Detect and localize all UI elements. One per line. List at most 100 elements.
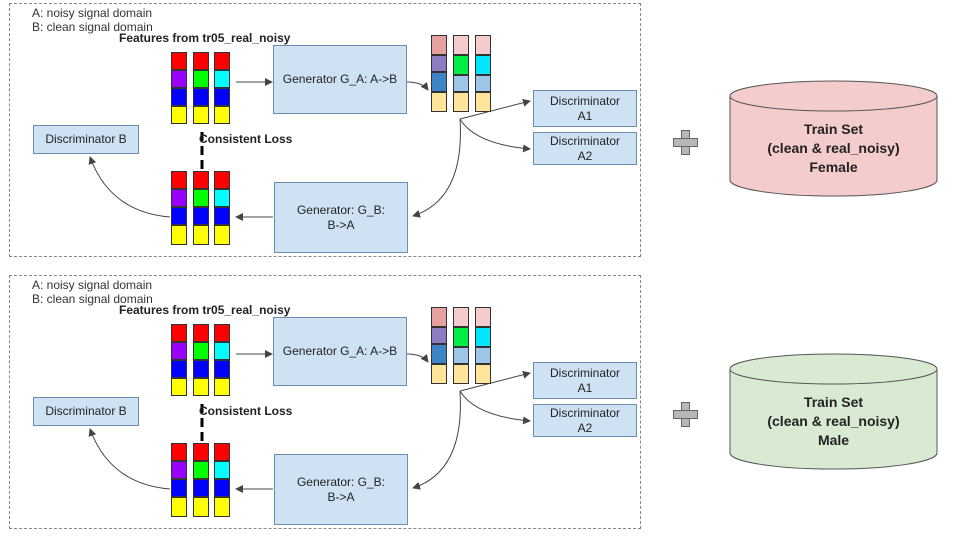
output-column (431, 35, 447, 112)
discriminator-b-box: Discriminator B (33, 125, 139, 154)
output-cell (431, 72, 447, 92)
arrow-reconstruction-to-discriminator-b (88, 156, 171, 218)
discriminator-a1-sub: A1 (577, 108, 593, 123)
output-cell (475, 92, 491, 112)
reconstruction-cell (171, 461, 187, 479)
legend-b: B: clean signal domain (32, 20, 153, 34)
output-cell (453, 364, 469, 384)
output-cell (453, 55, 469, 75)
feature-cell (193, 70, 209, 88)
reconstruction-cell (193, 461, 209, 479)
train-set-female-cylinder: Train Set (clean & real_noisy) Female (729, 80, 938, 198)
feature-cell (171, 378, 187, 396)
reconstruction-column (171, 171, 187, 245)
feature-cell (171, 88, 187, 106)
output-cell (431, 364, 447, 384)
discriminator-a2-box: Discriminator A2 (533, 404, 637, 437)
feature-cell (214, 52, 230, 70)
feature-cell (214, 342, 230, 360)
feature-cell (171, 52, 187, 70)
reconstruction-column (214, 443, 230, 517)
reconstruction-cell (214, 461, 230, 479)
discriminator-a2-label: Discriminator (549, 405, 620, 420)
feature-cell (214, 378, 230, 396)
feature-column (214, 52, 230, 124)
feature-cell (193, 88, 209, 106)
discriminator-a2-label: Discriminator (549, 133, 620, 148)
output-cell (475, 55, 491, 75)
output-column (453, 35, 469, 112)
plus-icon (673, 402, 698, 427)
output-cell (431, 344, 447, 364)
reconstruction-cell (193, 443, 209, 461)
train-set-content: (clean & real_noisy) (767, 140, 900, 156)
reconstruction-cell (171, 171, 187, 189)
arrow-output-to-discriminator-a1 (459, 98, 531, 120)
output-cell (453, 35, 469, 55)
reconstruction-cell (171, 225, 187, 245)
output-cell (431, 55, 447, 72)
feature-cell (171, 360, 187, 378)
generator-b-label: Generator: G_B: (296, 474, 386, 489)
reconstruction-cell (193, 479, 209, 497)
feature-cell (214, 360, 230, 378)
discriminator-a1-label: Discriminator (549, 365, 620, 380)
reconstruction-cell (171, 443, 187, 461)
train-set-male-cylinder: Train Set (clean & real_noisy) Male (729, 353, 938, 471)
legend: A: noisy signal domain B: clean signal d… (32, 278, 153, 306)
feature-cell (193, 106, 209, 124)
feature-cell (193, 360, 209, 378)
database-cylinder-icon (729, 353, 938, 470)
reconstruction-column (171, 443, 187, 517)
reconstruction-cell (214, 171, 230, 189)
reconstruction-cell (193, 225, 209, 245)
legend: A: noisy signal domain B: clean signal d… (32, 6, 153, 34)
reconstruction-cell (214, 479, 230, 497)
output-cell (453, 327, 469, 347)
reconstruction-cell (214, 207, 230, 225)
output-cell (453, 307, 469, 327)
output-cell (431, 307, 447, 327)
reconstruction-cell (214, 225, 230, 245)
consistent-loss-label: Consistent Loss (199, 132, 293, 146)
feature-column (171, 324, 187, 396)
output-cell (475, 75, 491, 92)
reconstruction-cell (214, 443, 230, 461)
reconstruction-cell (193, 189, 209, 207)
arrow-output-to-generator-b (412, 118, 461, 218)
feature-cell (171, 324, 187, 342)
feature-cell (214, 70, 230, 88)
train-set-gender: Male (817, 432, 850, 448)
discriminator-b-box: Discriminator B (33, 397, 139, 426)
output-cell (431, 35, 447, 55)
output-cell (475, 347, 491, 364)
discriminator-a1-box: Discriminator A1 (533, 90, 637, 127)
plus-icon (673, 130, 698, 155)
arrow-output-to-discriminator-a2 (459, 118, 531, 153)
output-column (453, 307, 469, 384)
generator-b-sub: B->A (327, 489, 355, 504)
output-cell (475, 327, 491, 347)
arrow-output-to-discriminator-a2 (459, 390, 531, 425)
feature-cell (171, 106, 187, 124)
feature-cell (214, 324, 230, 342)
output-cell (453, 92, 469, 112)
arrow-generator-a-to-output (406, 81, 429, 91)
reconstruction-cell (214, 497, 230, 517)
legend-b: B: clean signal domain (32, 292, 153, 306)
discriminator-a2-sub: A2 (577, 420, 593, 435)
discriminator-a2-sub: A2 (577, 148, 593, 163)
reconstruction-column (193, 171, 209, 245)
output-cell (453, 347, 469, 364)
output-column (475, 307, 491, 384)
feature-cell (171, 70, 187, 88)
discriminator-a1-box: Discriminator A1 (533, 362, 637, 399)
database-cylinder-icon (729, 80, 938, 197)
train-set-label: Train Set (clean & real_noisy) Male (729, 393, 938, 450)
train-set-title: Train Set (803, 394, 864, 410)
output-column (431, 307, 447, 384)
generator-a-box: Generator G_A: A->B (273, 45, 407, 114)
arrow-generator-a-to-output (406, 353, 429, 363)
consistent-loss-label: Consistent Loss (199, 404, 293, 418)
arrow-output-to-generator-b (412, 390, 461, 490)
